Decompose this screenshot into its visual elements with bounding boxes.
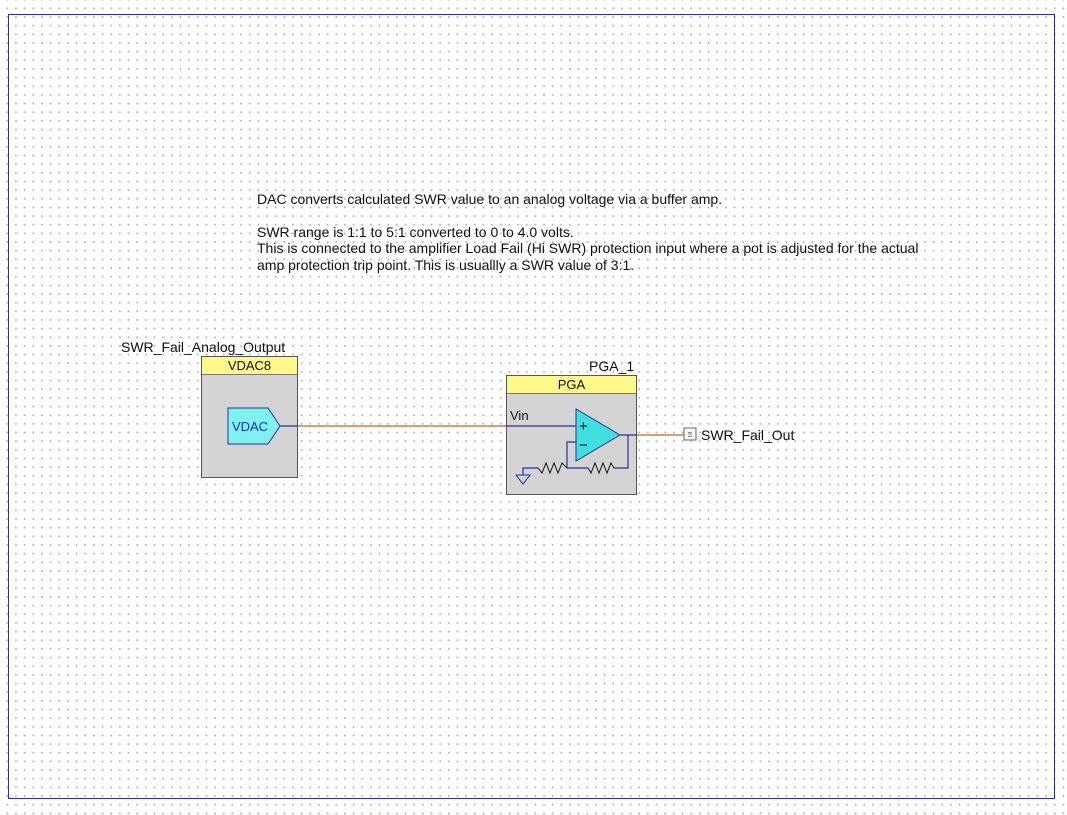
- vdac-symbol-label: VDAC: [232, 419, 268, 434]
- vdac8-component[interactable]: VDAC8: [201, 356, 298, 478]
- feedback-resistor: [587, 461, 615, 475]
- pga-title: PGA: [507, 376, 636, 394]
- output-pin-icon[interactable]: [683, 427, 697, 441]
- output-pin-glyph: ⍰: [688, 432, 692, 439]
- note-line-3: This is connected to the amplifier Load …: [257, 240, 919, 256]
- note-line-4: amp protection trip point. This is usual…: [257, 257, 635, 273]
- ground-resistor: [537, 461, 568, 475]
- note-line-2: SWR range is 1:1 to 5:1 converted to 0 t…: [257, 224, 574, 240]
- note-line-1: DAC converts calculated SWR value to an …: [257, 191, 723, 207]
- vdac-symbol: [227, 407, 281, 445]
- pga-instance-name[interactable]: PGA_1: [589, 358, 635, 374]
- opamp-plus: +: [579, 418, 588, 435]
- opamp-symbol: [575, 408, 621, 462]
- ground-wire: [522, 467, 538, 475]
- sheet-border: [8, 14, 1055, 799]
- ground-icon: [514, 474, 532, 485]
- output-pin-label[interactable]: SWR_Fail_Out: [701, 427, 794, 443]
- opamp-minus: −: [579, 437, 588, 454]
- pga-vin-label: Vin: [510, 408, 529, 423]
- inverting-input-wire: [566, 441, 576, 468]
- vdac8-title: VDAC8: [202, 357, 297, 375]
- vdac-instance-name[interactable]: SWR_Fail_Analog_Output: [121, 339, 286, 355]
- feedback-wire: [614, 435, 629, 469]
